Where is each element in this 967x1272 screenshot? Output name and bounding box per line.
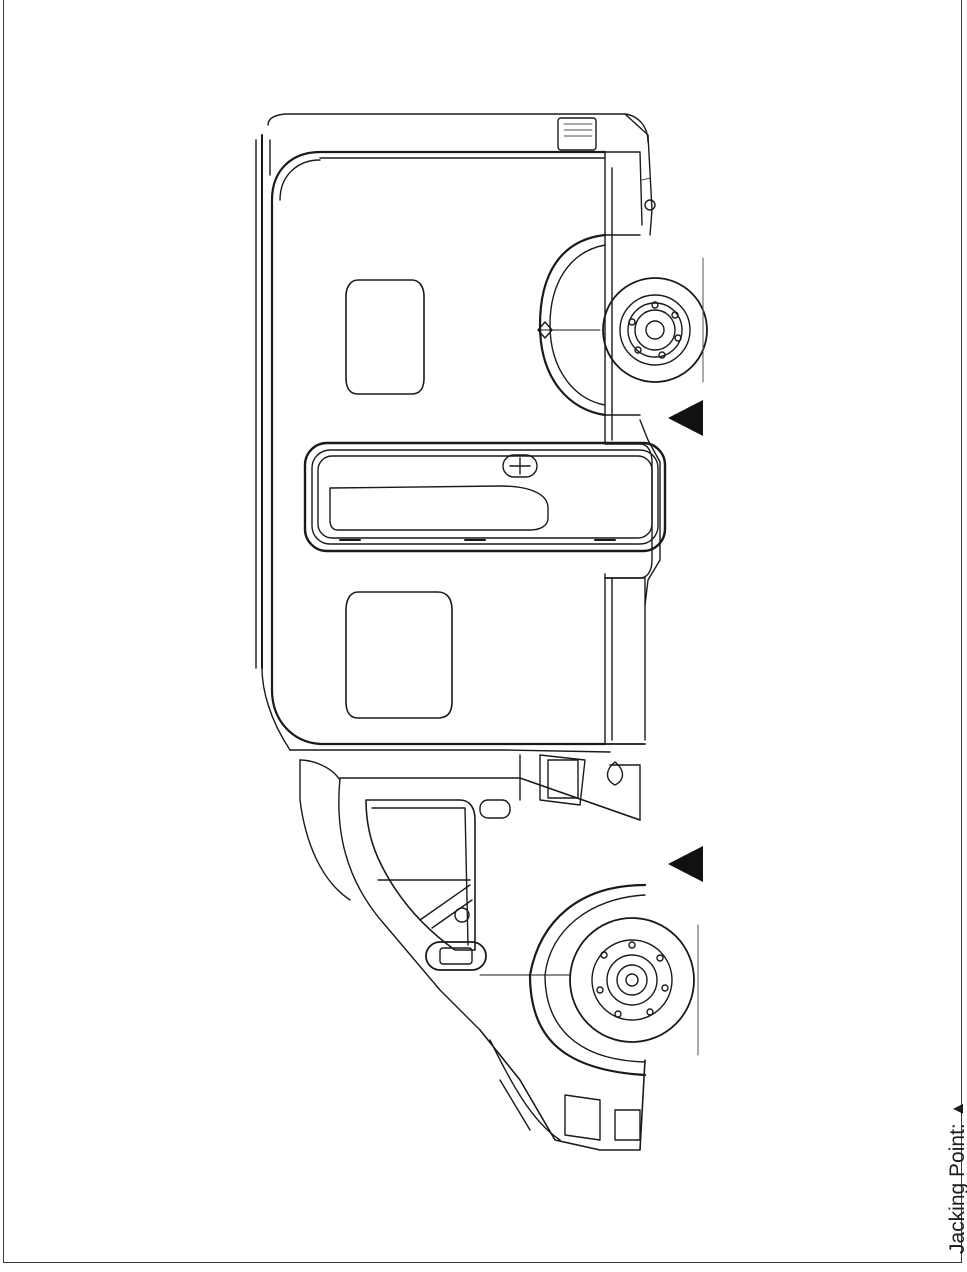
jacking-point-marker-front (668, 846, 703, 882)
diagram-frame (3, 0, 962, 1263)
rear-side-window (345, 279, 425, 395)
triangle-icon: ▲ (948, 1100, 967, 1118)
rocker-panel (604, 419, 661, 745)
mid-side-window (345, 591, 453, 719)
cab (289, 749, 646, 1151)
sliding-door (303, 441, 667, 553)
cargo-body (270, 113, 656, 746)
jacking-point-marker-rear (668, 400, 703, 436)
roof (255, 113, 649, 751)
legend-label: Jacking Point: (946, 1123, 967, 1254)
front-wheel (479, 883, 699, 1077)
rear-wheel (537, 233, 708, 417)
jacking-point-legend: Jacking Point: ▲ (946, 1100, 967, 1254)
